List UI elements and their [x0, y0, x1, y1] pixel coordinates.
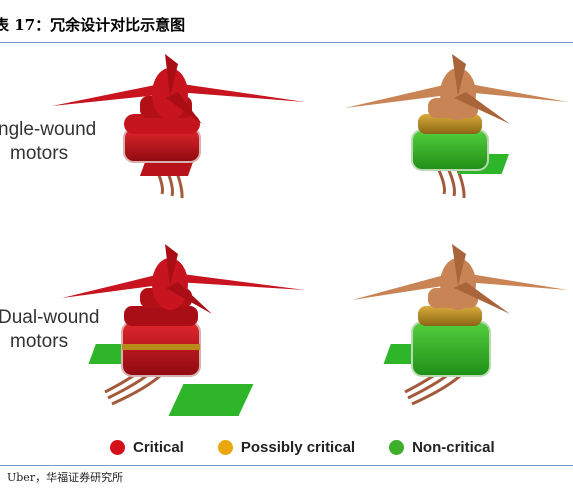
figure-title: 表 17：冗余设计对比示意图: [0, 16, 186, 34]
motor-single-wound-noncritical: [345, 54, 568, 199]
legend-item-non-critical: Non-critical: [389, 439, 495, 456]
redundancy-diagram: ngle-wound motors Dual-wound motors: [0, 44, 573, 464]
header-bar: 表 17：冗余设计对比示意图: [0, 0, 573, 43]
source-note: ：Uber，华福证券研究所: [0, 471, 124, 484]
motor-single-wound-critical: [52, 54, 305, 199]
non-critical-dot-icon: [389, 439, 405, 455]
possibly-critical-dot-icon: [217, 439, 233, 455]
footer-bar: ：Uber，华福证券研究所: [0, 465, 573, 489]
critical-dot-icon: [110, 439, 125, 455]
legend-label: Critical: [133, 438, 184, 456]
legend-item-possibly-critical: Possibly critical: [217, 438, 356, 456]
legend-item-critical: Critical: [110, 439, 184, 456]
legend-label: Possibly critical: [240, 438, 356, 456]
motor-dual-wound-noncritical: [168, 244, 568, 416]
legend: Critical Possibly critical Non-critical: [110, 436, 570, 458]
row-label-dual-wound: Dual-wound motors: [0, 307, 100, 352]
motor-dual-wound-critical: [62, 244, 305, 406]
row-label-single-wound: ngle-wound motors: [0, 119, 97, 164]
legend-label: Non-critical: [412, 438, 495, 456]
